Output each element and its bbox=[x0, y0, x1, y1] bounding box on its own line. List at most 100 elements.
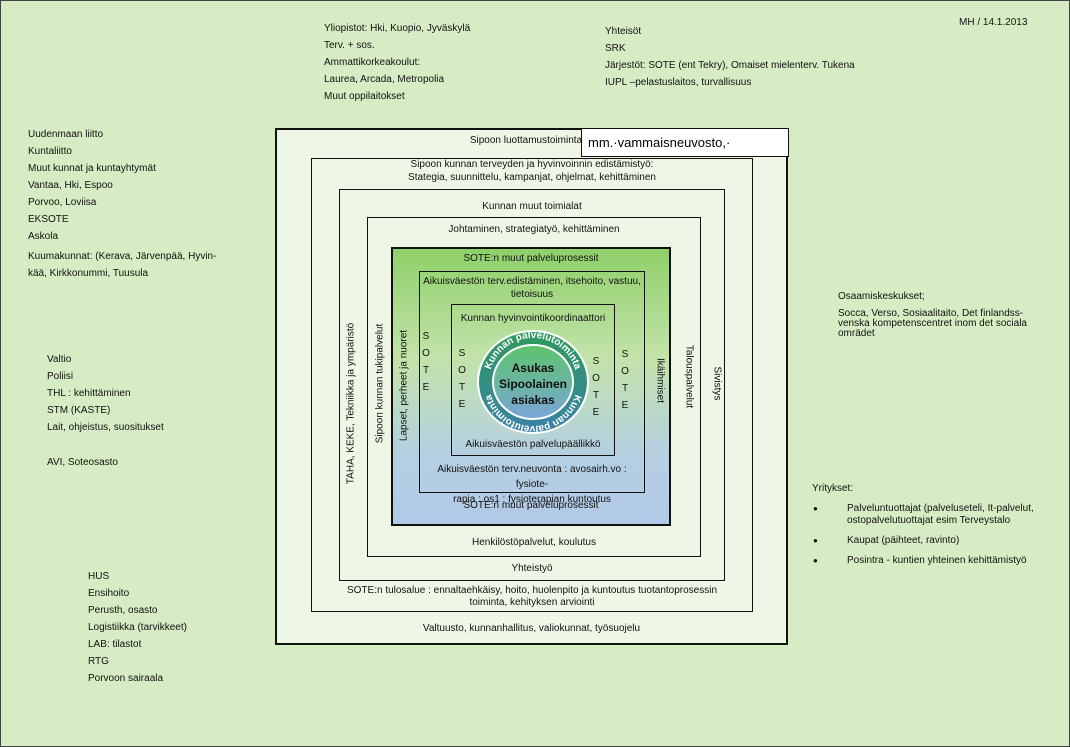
list-item: Perusth, osasto bbox=[88, 605, 158, 616]
list-item: SRK bbox=[605, 43, 626, 54]
letter: O bbox=[621, 366, 629, 377]
box3-left-label: TAHA, KEKE, Tekniikka ja ympäristö bbox=[345, 322, 357, 485]
list-item: Yliopistot: Hki, Kuopio, Jyväskylä bbox=[324, 23, 471, 34]
list-item-line: ostopalvelutuottajat esim Terveystalo bbox=[847, 515, 1011, 526]
list-item: Muut kunnat ja kuntayhtymät bbox=[28, 163, 156, 174]
sote-letters-right: S O T E bbox=[620, 346, 630, 414]
list-item: IUPL –pelastuslaitos, turvallisuus bbox=[605, 77, 752, 88]
label-line: toiminta, kehityksen arviointi bbox=[469, 597, 595, 608]
letter: E bbox=[592, 407, 600, 418]
center-line-3: asiakas bbox=[511, 393, 555, 407]
box-adult-health bbox=[419, 271, 645, 493]
label-line: Stategia, suunnittelu, kampanjat, ohjelm… bbox=[408, 172, 656, 183]
resident-circle: Kunnan palvelutoiminta Kunnan palvelutoi… bbox=[477, 330, 589, 434]
list-item: Porvoon sairaala bbox=[88, 673, 164, 684]
letter: S bbox=[592, 356, 600, 367]
list-item-line: Kuumakunnat: (Kerava, Järvenpää, Hyvin- bbox=[28, 251, 217, 262]
competence-centres-body: Socca, Verso, Sosiaalitaito, Det finland… bbox=[838, 309, 1027, 339]
box7-bottom-label: Aikuisväestön palvelupäällikkö bbox=[465, 439, 601, 450]
center-line-2: Sipoolainen bbox=[499, 377, 567, 391]
list-item: Kaupat (päihteet, ravinto) bbox=[813, 535, 1034, 547]
box7-top-label: Kunnan hyvinvointikoordinaattori bbox=[460, 313, 606, 324]
list-item: Posintra - kuntien yhteinen kehittämisty… bbox=[813, 555, 1034, 567]
list-item: HUS bbox=[88, 571, 110, 582]
letter: E bbox=[422, 382, 430, 393]
list-item: Muut oppilaitokset bbox=[324, 91, 405, 102]
sote-letters-inner-left: S O T E bbox=[457, 345, 467, 413]
label-line: SOTE:n tulosalue : ennaltaehkäisy, hoito… bbox=[346, 585, 718, 596]
letter: S bbox=[458, 348, 466, 359]
letter: S bbox=[621, 349, 629, 360]
companies-title: Yritykset: bbox=[812, 483, 854, 494]
communities-list: Yhteisöt SRK Järjestöt: SOTE (ent Tekry)… bbox=[605, 23, 855, 91]
letter: O bbox=[422, 348, 430, 359]
avi-label: AVI, Soteosasto bbox=[47, 457, 118, 468]
list-item-line: Posintra - kuntien yhteinen kehittämisty… bbox=[847, 555, 1027, 566]
label-line: rapia : os1 : fysioterapian kuntoutus bbox=[453, 494, 611, 505]
list-item-line: kää, Kirkkonummi, Tuusula bbox=[28, 268, 149, 279]
box-health-promotion bbox=[311, 158, 753, 612]
list-item: Askola bbox=[28, 231, 59, 242]
letter: O bbox=[592, 373, 600, 384]
body-line: venska kompetenscentret inom det sociala bbox=[838, 318, 1027, 329]
letter: T bbox=[422, 365, 430, 376]
letter: T bbox=[458, 382, 466, 393]
list-item: RTG bbox=[88, 656, 109, 667]
list-item: Ensihoito bbox=[88, 588, 130, 599]
box5-top-label: SOTE:n muut palveluprosessit bbox=[463, 253, 599, 264]
list-item: Kuntaliitto bbox=[28, 146, 72, 157]
box-other-sectors bbox=[339, 189, 725, 581]
letter: E bbox=[458, 399, 466, 410]
list-item: Poliisi bbox=[47, 371, 74, 382]
list-item: Terv. + sos. bbox=[324, 40, 375, 51]
list-item: Porvoo, Loviisa bbox=[28, 197, 97, 208]
list-item: Laurea, Arcada, Metropolia bbox=[324, 74, 445, 85]
inner-circle bbox=[492, 344, 574, 420]
list-item: Lait, ohjeistus, suositukset bbox=[47, 422, 164, 433]
box6-bottom-label: Aikuisväestön terv.neuvonta : avosairh.v… bbox=[420, 462, 644, 507]
list-item: Yhteisöt bbox=[605, 26, 642, 37]
box4-bottom-label: Henkilöstöpalvelut, koulutus bbox=[472, 537, 596, 548]
list-item: Uudenmaan liitto bbox=[28, 129, 104, 140]
list-item: LAB: tilastot bbox=[88, 639, 142, 650]
box5-left-label: Lapset, perheet ja nuoret bbox=[398, 329, 410, 442]
box-leadership bbox=[367, 217, 701, 557]
label-line: tietoisuus bbox=[510, 289, 554, 300]
box3-bottom-label: Yhteistyö bbox=[511, 563, 553, 574]
box4-left-label: Sipoon kunnan tukipalvelut bbox=[374, 323, 386, 444]
list-item: Valtio bbox=[47, 354, 72, 365]
disability-council-box: mm.·vammaisneuvosto,· bbox=[581, 128, 789, 157]
box4-right-label: Talouspalvelut bbox=[683, 344, 695, 409]
state-list: Valtio Poliisi THL : kehittäminen STM (K… bbox=[47, 351, 164, 436]
municipalities-list: Uudenmaan liitto Kuntaliitto Muut kunnat… bbox=[28, 126, 216, 282]
center-line-1: Asukas bbox=[512, 361, 555, 375]
hospital-list: HUS Ensihoito Perusth, osasto Logistiikk… bbox=[88, 568, 187, 687]
companies-list: Palveluntuottajat (palveluseteli, It-pal… bbox=[813, 503, 1034, 573]
sote-letters-inner-right: S O T E bbox=[591, 353, 601, 421]
list-item-line: Kaupat (päihteet, ravinto) bbox=[847, 535, 960, 546]
sote-letters-left: S O T E bbox=[421, 328, 431, 396]
box5-right-label: Ikäihmiset bbox=[654, 357, 666, 403]
box2-top-label: Sipoon kunnan terveyden ja hyvinvoinnin … bbox=[312, 158, 752, 184]
letter: E bbox=[621, 400, 629, 411]
competence-centres-title: Osaamiskeskukset; bbox=[838, 291, 925, 302]
list-item: Järjestöt: SOTE (ent Tekry), Omaiset mie… bbox=[605, 60, 855, 71]
letter: O bbox=[458, 365, 466, 376]
list-item: THL : kehittäminen bbox=[47, 388, 131, 399]
box3-right-label: Sivistys bbox=[711, 366, 723, 401]
box5-bottom-label: SOTE:n muut palveluprosessit bbox=[463, 500, 599, 511]
list-item: Vantaa, Hki, Espoo bbox=[28, 180, 113, 191]
universities-list: Yliopistot: Hki, Kuopio, Jyväskylä Terv.… bbox=[324, 20, 470, 105]
list-item: Kuumakunnat: (Kerava, Järvenpää, Hyvin- … bbox=[28, 248, 216, 282]
label-line: Sipoon kunnan terveyden ja hyvinvoinnin … bbox=[410, 159, 654, 170]
body-line: Socca, Verso, Sosiaalitaito, Det finland… bbox=[838, 308, 1024, 319]
box1-bottom-label: Valtuusto, kunnanhallitus, valiokunnat, … bbox=[422, 623, 641, 634]
list-item: STM (KASTE) bbox=[47, 405, 111, 416]
box6-top-label: Aikuisväestön terv.edistäminen, itsehoit… bbox=[420, 275, 644, 301]
letter: T bbox=[621, 383, 629, 394]
box-welfare-coordinator bbox=[451, 304, 615, 456]
letter: S bbox=[422, 331, 430, 342]
letter: T bbox=[592, 390, 600, 401]
list-item: Logistiikka (tarvikkeet) bbox=[88, 622, 187, 633]
